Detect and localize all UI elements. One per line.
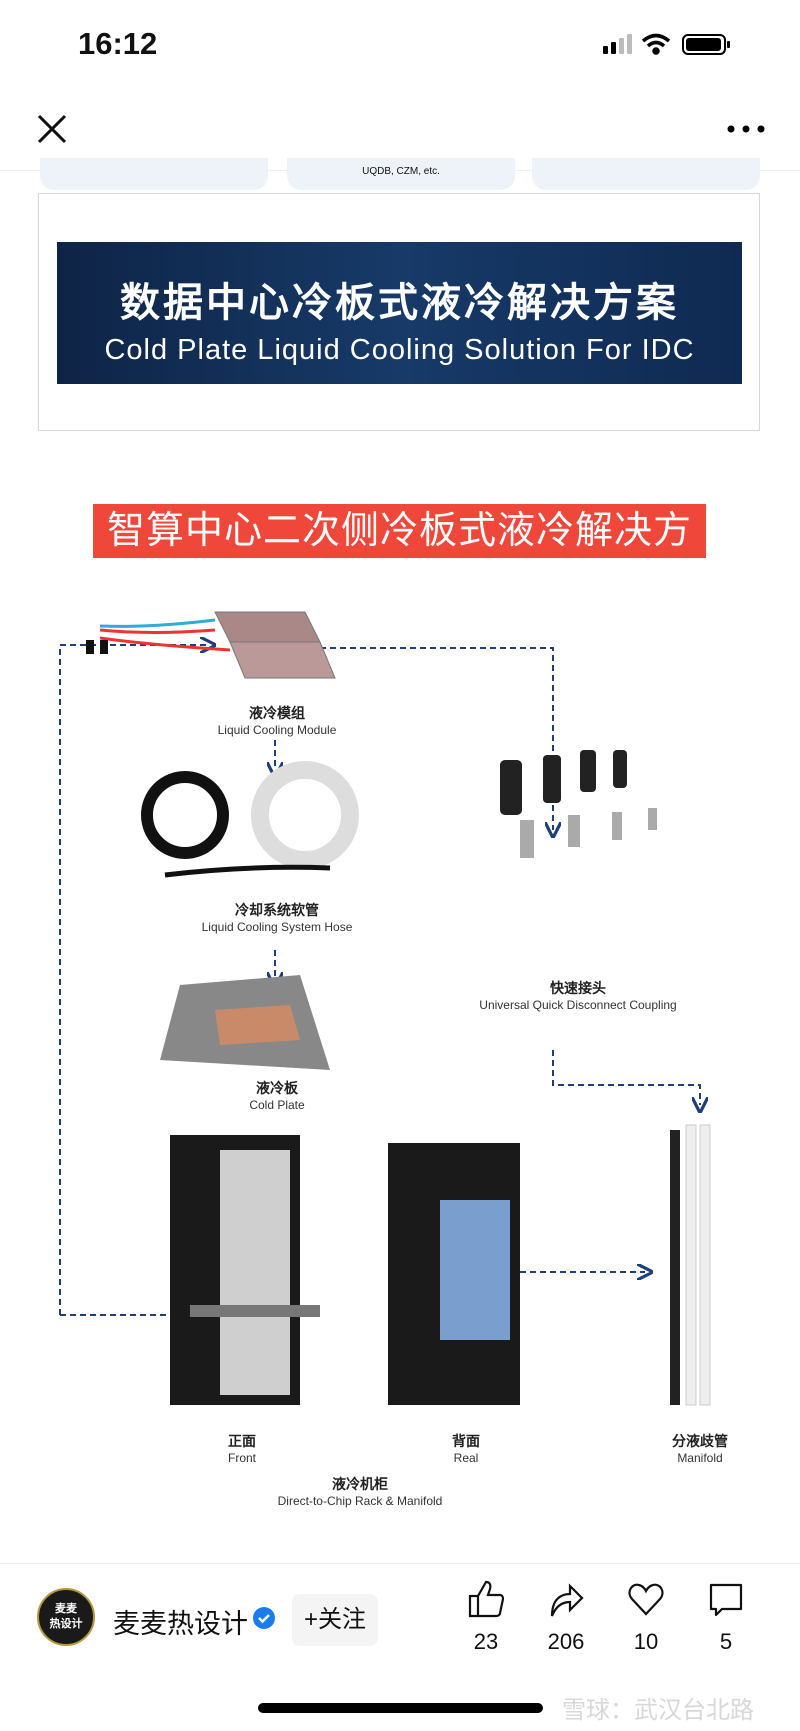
banner-title-en: Cold Plate Liquid Cooling Solution For I… xyxy=(104,334,695,366)
like-icon[interactable] xyxy=(468,1580,504,1618)
like-count: 23 xyxy=(473,1629,499,1654)
banner-title-cn: 数据中心冷板式液冷解决方案 xyxy=(120,281,679,325)
rack-front-image xyxy=(170,1135,320,1405)
banner-frame xyxy=(38,193,760,431)
bottom-divider xyxy=(0,1563,800,1564)
comment-count: 5 xyxy=(719,1629,733,1654)
more-icon[interactable] xyxy=(727,124,765,134)
hose-image xyxy=(141,761,359,878)
info-card: UQDB, CZM, etc. xyxy=(287,158,515,190)
signal-icon xyxy=(603,34,632,54)
quick-coupling-image xyxy=(500,750,657,858)
comment-icon[interactable] xyxy=(708,1582,744,1618)
verified-icon xyxy=(253,1607,275,1629)
cold-plate-image xyxy=(160,975,330,1070)
share-count: 206 xyxy=(547,1629,585,1654)
share-icon[interactable] xyxy=(548,1580,584,1618)
info-card xyxy=(532,158,760,190)
follow-button[interactable]: +关注 xyxy=(292,1594,378,1646)
favorite-count: 10 xyxy=(633,1629,659,1654)
section-title: 智算中心二次侧冷板式液冷解决方案 xyxy=(93,504,706,606)
banner-image: 数据中心冷板式液冷解决方案 Cold Plate Liquid Cooling … xyxy=(57,242,742,384)
author-name[interactable]: 麦麦热设计 xyxy=(113,1609,248,1639)
cooling-diagram xyxy=(59,611,711,1406)
wifi-icon xyxy=(641,33,671,55)
status-time: 16:12 xyxy=(78,26,158,61)
avatar[interactable]: 麦麦热设计 xyxy=(37,1588,95,1646)
watermark: 雪球：武汉台北路 xyxy=(562,1697,754,1724)
battery-icon xyxy=(682,34,730,55)
close-icon[interactable] xyxy=(36,113,68,145)
liquid-cooling-module-image xyxy=(86,611,336,679)
card-text: UQDB, CZM, etc. xyxy=(362,166,440,177)
favorite-icon[interactable] xyxy=(628,1582,664,1616)
info-card xyxy=(40,158,268,190)
home-indicator[interactable] xyxy=(258,1703,543,1713)
manifold-image xyxy=(670,1124,711,1406)
status-icons xyxy=(603,33,730,55)
rack-rear-image xyxy=(388,1143,520,1405)
